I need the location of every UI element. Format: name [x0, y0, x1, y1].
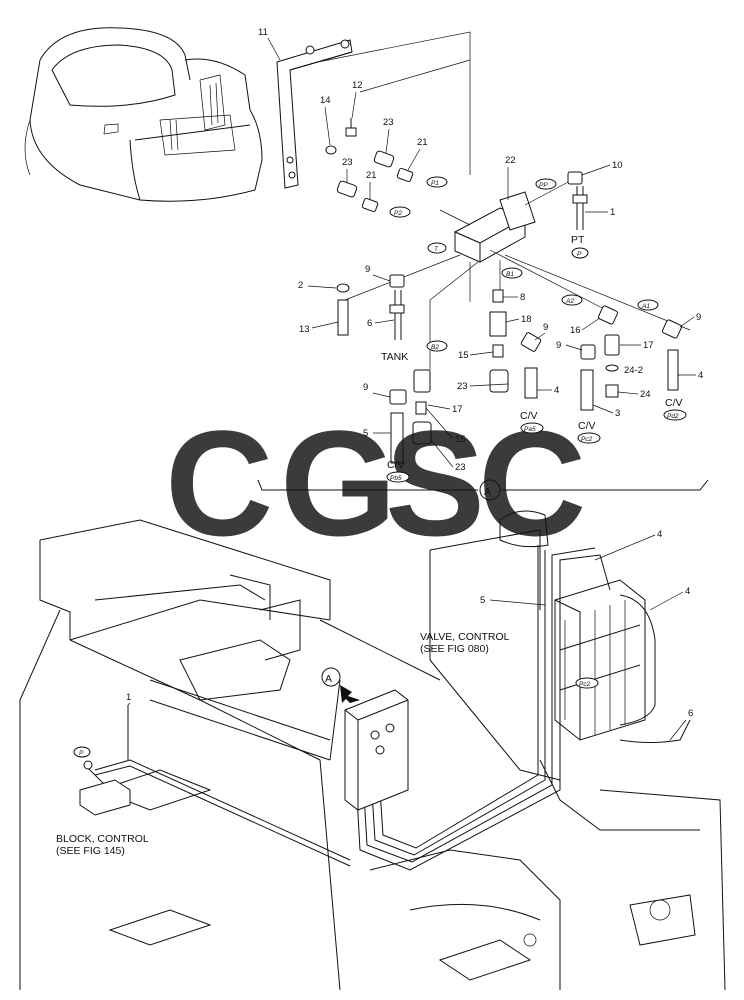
leader-lines [127, 37, 696, 741]
part-number: 9 [363, 382, 368, 393]
port-tag: A2 [565, 298, 574, 305]
part-number: 5 [480, 595, 485, 606]
watermark-letter: S [385, 399, 485, 567]
part-number: 5 [363, 428, 368, 439]
sensor-fittings [336, 150, 414, 213]
port-tag: A1 [641, 303, 650, 310]
part-number: 14 [320, 95, 331, 106]
port-tag: P1 [431, 180, 439, 187]
part-numbers: 11 12 14 23 21 23 21 22 10 1 9 2 13 6 8 … [126, 27, 703, 719]
part-number: 4 [698, 370, 703, 381]
part-number: 4 [554, 385, 559, 396]
watermark-letter: C [165, 399, 273, 567]
port-tag: B1 [506, 271, 514, 278]
part-number: 9 [696, 312, 701, 323]
part-number: 23 [342, 157, 353, 168]
detail-a-bracket [257, 479, 709, 501]
port-tag: B2 [431, 344, 439, 351]
part-number: 21 [366, 170, 377, 181]
port-tag: T [434, 246, 439, 253]
cv-label: C/V [578, 420, 596, 432]
right-fittings [580, 305, 683, 411]
block-control-label: BLOCK, CONTROL [56, 833, 149, 845]
part-number: 23 [455, 462, 466, 473]
part-number: 4 [657, 529, 662, 540]
port-tag: Pb5 [390, 475, 402, 482]
detail-a-label: A [325, 673, 332, 685]
part-number: 15 [458, 350, 469, 361]
port-tag: P [577, 251, 582, 258]
part-number: 17 [643, 340, 654, 351]
part-number: 18 [521, 314, 532, 325]
tank-line [336, 274, 405, 340]
part-number: 10 [612, 160, 623, 171]
cv-label: C/V [665, 397, 683, 409]
port-tag: P [79, 750, 84, 757]
control-valve-body [554, 579, 646, 741]
block-control [321, 667, 409, 811]
excavator-frame-sketch [19, 510, 726, 991]
tank-label: TANK [381, 351, 408, 363]
part-number: 22 [505, 155, 516, 166]
valve-control-ref: (SEE FIG 080) [420, 643, 489, 655]
part-number: 21 [417, 137, 428, 148]
port-tag: Pd2 [667, 413, 679, 420]
machine-overview-sketch [24, 27, 263, 202]
bracket-assembly [276, 31, 471, 189]
lower-left-fittings [389, 369, 432, 464]
detail-a-label: A [484, 486, 491, 498]
block-control-ref: (SEE FIG 145) [56, 845, 125, 857]
watermark-letter: G [280, 399, 397, 567]
part-number: 2 [298, 280, 303, 291]
part-number: 13 [299, 324, 310, 335]
part-number: 9 [543, 322, 548, 333]
part-number: 17 [452, 404, 463, 415]
port-tag: Pc2 [581, 436, 593, 443]
part-number: 11 [258, 27, 268, 38]
part-number: 15 [455, 434, 466, 445]
part-number: 12 [352, 80, 363, 91]
part-number: 4 [685, 586, 690, 597]
part-number: 6 [367, 318, 372, 329]
part-number: 8 [520, 292, 525, 303]
part-number: 1 [610, 207, 615, 218]
part-number: 9 [556, 340, 561, 351]
port-tags: P1 P2 PP P T B1 A2 A1 B2 Pa5 Pc2 Pd2 Pb5… [73, 176, 687, 758]
part-number: 23 [383, 117, 394, 128]
watermark: C G S C [165, 399, 586, 567]
hose-routing [84, 545, 691, 871]
cv-label: C/V [387, 459, 405, 471]
pt-label: PT [571, 234, 585, 246]
cv-label: C/V [520, 410, 538, 422]
port-tag: Pa5 [524, 426, 536, 433]
valve-control-label: VALVE, CONTROL [420, 631, 510, 643]
part-number: 1 [126, 692, 131, 703]
part-number: 9 [365, 264, 370, 275]
left-control-block [79, 705, 131, 816]
pt-hose [567, 171, 588, 230]
part-number: 24-2 [624, 365, 643, 376]
diagram-labels: TANK PT C/V C/V C/V C/V VALVE, CONTROL (… [56, 234, 683, 857]
part-number: 3 [615, 408, 620, 419]
center-fittings [489, 289, 542, 399]
part-number: 23 [457, 381, 468, 392]
part-number: 24 [640, 389, 651, 400]
part-number: 16 [570, 325, 581, 336]
part-number: 6 [688, 708, 693, 719]
port-tag: PP [539, 182, 548, 189]
port-tag: P2 [394, 210, 402, 217]
port-tag: Pc2 [579, 681, 591, 688]
